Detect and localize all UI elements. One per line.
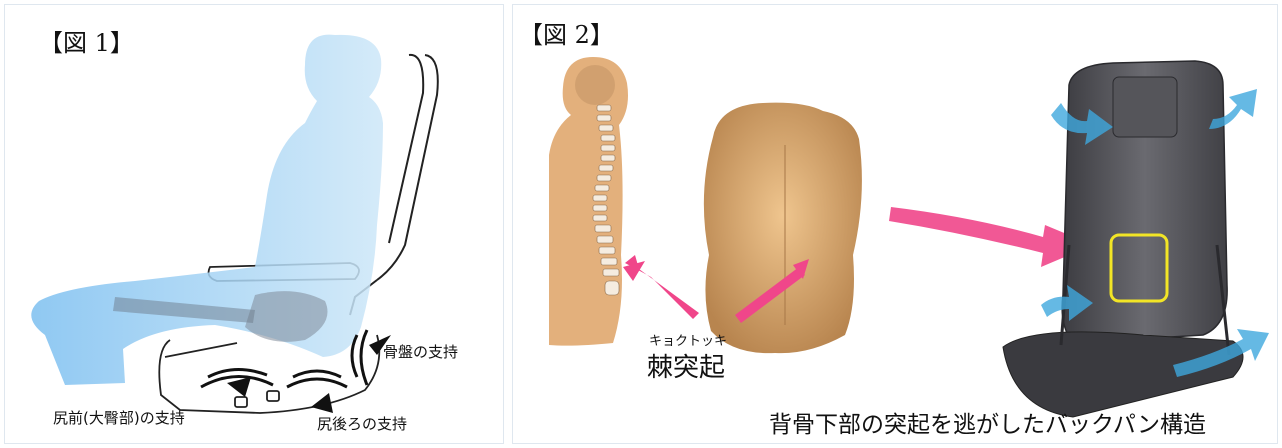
spinous-process-label: 棘突起 [647,347,725,384]
figure-1-title: 【図 1】 [39,23,134,58]
rear-hip-arrow-icon [311,393,333,413]
backpan-pointer-arrow-icon [889,207,1093,267]
figure-1-panel: 【図 1】 骨盤の支持 尻前(大臀部)の支持 尻後ろの支持 [4,4,504,444]
pelvis-support-label: 骨盤の支持 [383,341,458,362]
front-hip-arrow-icon [227,377,251,397]
figure-2-title: 【図 2】 [519,15,614,50]
spine-and-backpan-illustration [513,5,1278,444]
figure-2-panel: 【図 2】 キョクトッキ 棘突起 背骨下部の突起を逃がしたバックパン構造 [512,4,1278,444]
side-body-spine-figure [549,57,628,346]
backpan-structure-caption: 背骨下部の突起を逃がしたバックパン構造 [769,405,1206,439]
human-body-silhouette [31,35,383,385]
seat-side-view-illustration [5,5,504,444]
back-view-torso [704,103,862,354]
front-hip-support-label: 尻前(大臀部)の支持 [53,407,185,428]
rear-hip-support-label: 尻後ろの支持 [317,413,407,434]
